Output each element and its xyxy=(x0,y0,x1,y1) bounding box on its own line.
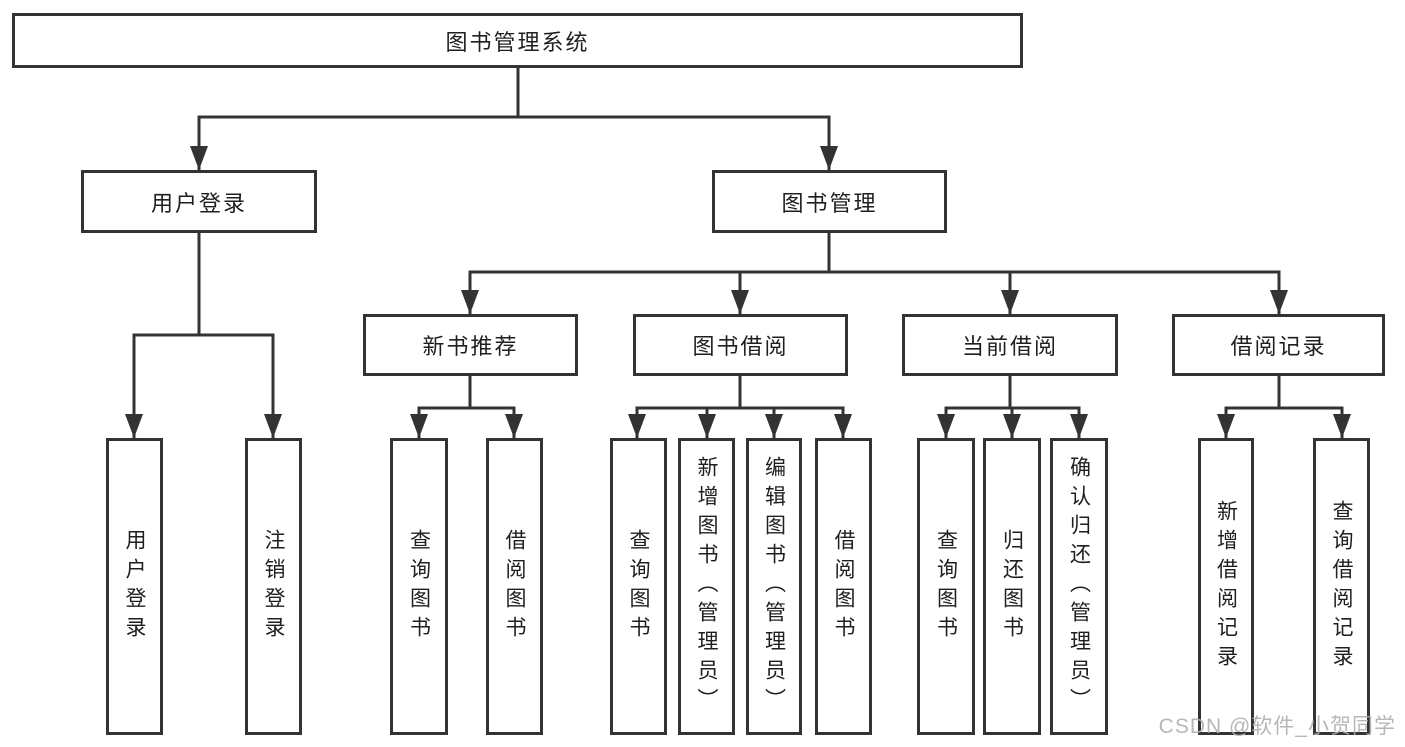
leaf-user-login: 用户登录 xyxy=(106,438,163,735)
leaf-add-books-admin-label: 新增图书（管理员） xyxy=(695,456,718,717)
leaf-logout: 注销登录 xyxy=(245,438,302,735)
leaf-edit-books-admin-label: 编辑图书（管理员） xyxy=(762,456,786,717)
leaf-logout-label: 注销登录 xyxy=(262,528,285,645)
csdn-watermark: CSDN @软件_小贺同学 xyxy=(1158,715,1396,738)
leaf-return-books: 归还图书 xyxy=(983,438,1041,735)
node-root-label: 图书管理系统 xyxy=(445,29,590,55)
leaf-query-books-3: 查询图书 xyxy=(917,438,975,735)
node-root: 图书管理系统 xyxy=(12,13,1023,68)
leaf-add-borrow-record: 新增借阅记录 xyxy=(1198,438,1254,735)
node-user-login-label: 用户登录 xyxy=(150,190,247,216)
node-book-borrow: 图书借阅 xyxy=(633,314,848,376)
node-current-borrow-label: 当前借阅 xyxy=(961,334,1058,359)
leaf-borrow-books-1-label: 借阅图书 xyxy=(503,528,526,645)
leaf-return-books-label: 归还图书 xyxy=(1000,528,1024,645)
leaf-query-books-2: 查询图书 xyxy=(610,438,667,735)
leaf-confirm-return-admin-label: 确认归还（管理员） xyxy=(1067,456,1091,717)
node-user-login: 用户登录 xyxy=(81,170,317,233)
leaf-query-books-1: 查询图书 xyxy=(390,438,448,735)
leaf-user-login-label: 用户登录 xyxy=(123,528,146,645)
leaf-borrow-books-2-label: 借阅图书 xyxy=(832,528,855,645)
node-borrow-records-label: 借阅记录 xyxy=(1230,334,1327,359)
leaf-confirm-return-admin: 确认归还（管理员） xyxy=(1050,438,1108,735)
leaf-query-borrow-record-label: 查询借阅记录 xyxy=(1330,499,1353,674)
leaf-query-books-1-label: 查询图书 xyxy=(407,528,431,645)
leaf-edit-books-admin: 编辑图书（管理员） xyxy=(746,438,802,735)
leaf-add-books-admin: 新增图书（管理员） xyxy=(678,438,735,735)
leaf-query-borrow-record: 查询借阅记录 xyxy=(1313,438,1370,735)
node-book-borrow-label: 图书借阅 xyxy=(692,334,789,359)
leaf-query-books-2-label: 查询图书 xyxy=(627,528,650,645)
node-new-book-recommend-label: 新书推荐 xyxy=(422,334,519,359)
leaf-query-books-3-label: 查询图书 xyxy=(934,528,958,645)
node-current-borrow: 当前借阅 xyxy=(902,314,1118,376)
leaf-borrow-books-1: 借阅图书 xyxy=(486,438,543,735)
node-borrow-records: 借阅记录 xyxy=(1172,314,1385,376)
node-book-management-label: 图书管理 xyxy=(781,190,878,216)
node-new-book-recommend: 新书推荐 xyxy=(363,314,578,376)
node-book-management: 图书管理 xyxy=(712,170,947,233)
leaf-add-borrow-record-label: 新增借阅记录 xyxy=(1214,499,1238,674)
leaf-borrow-books-2: 借阅图书 xyxy=(815,438,872,735)
